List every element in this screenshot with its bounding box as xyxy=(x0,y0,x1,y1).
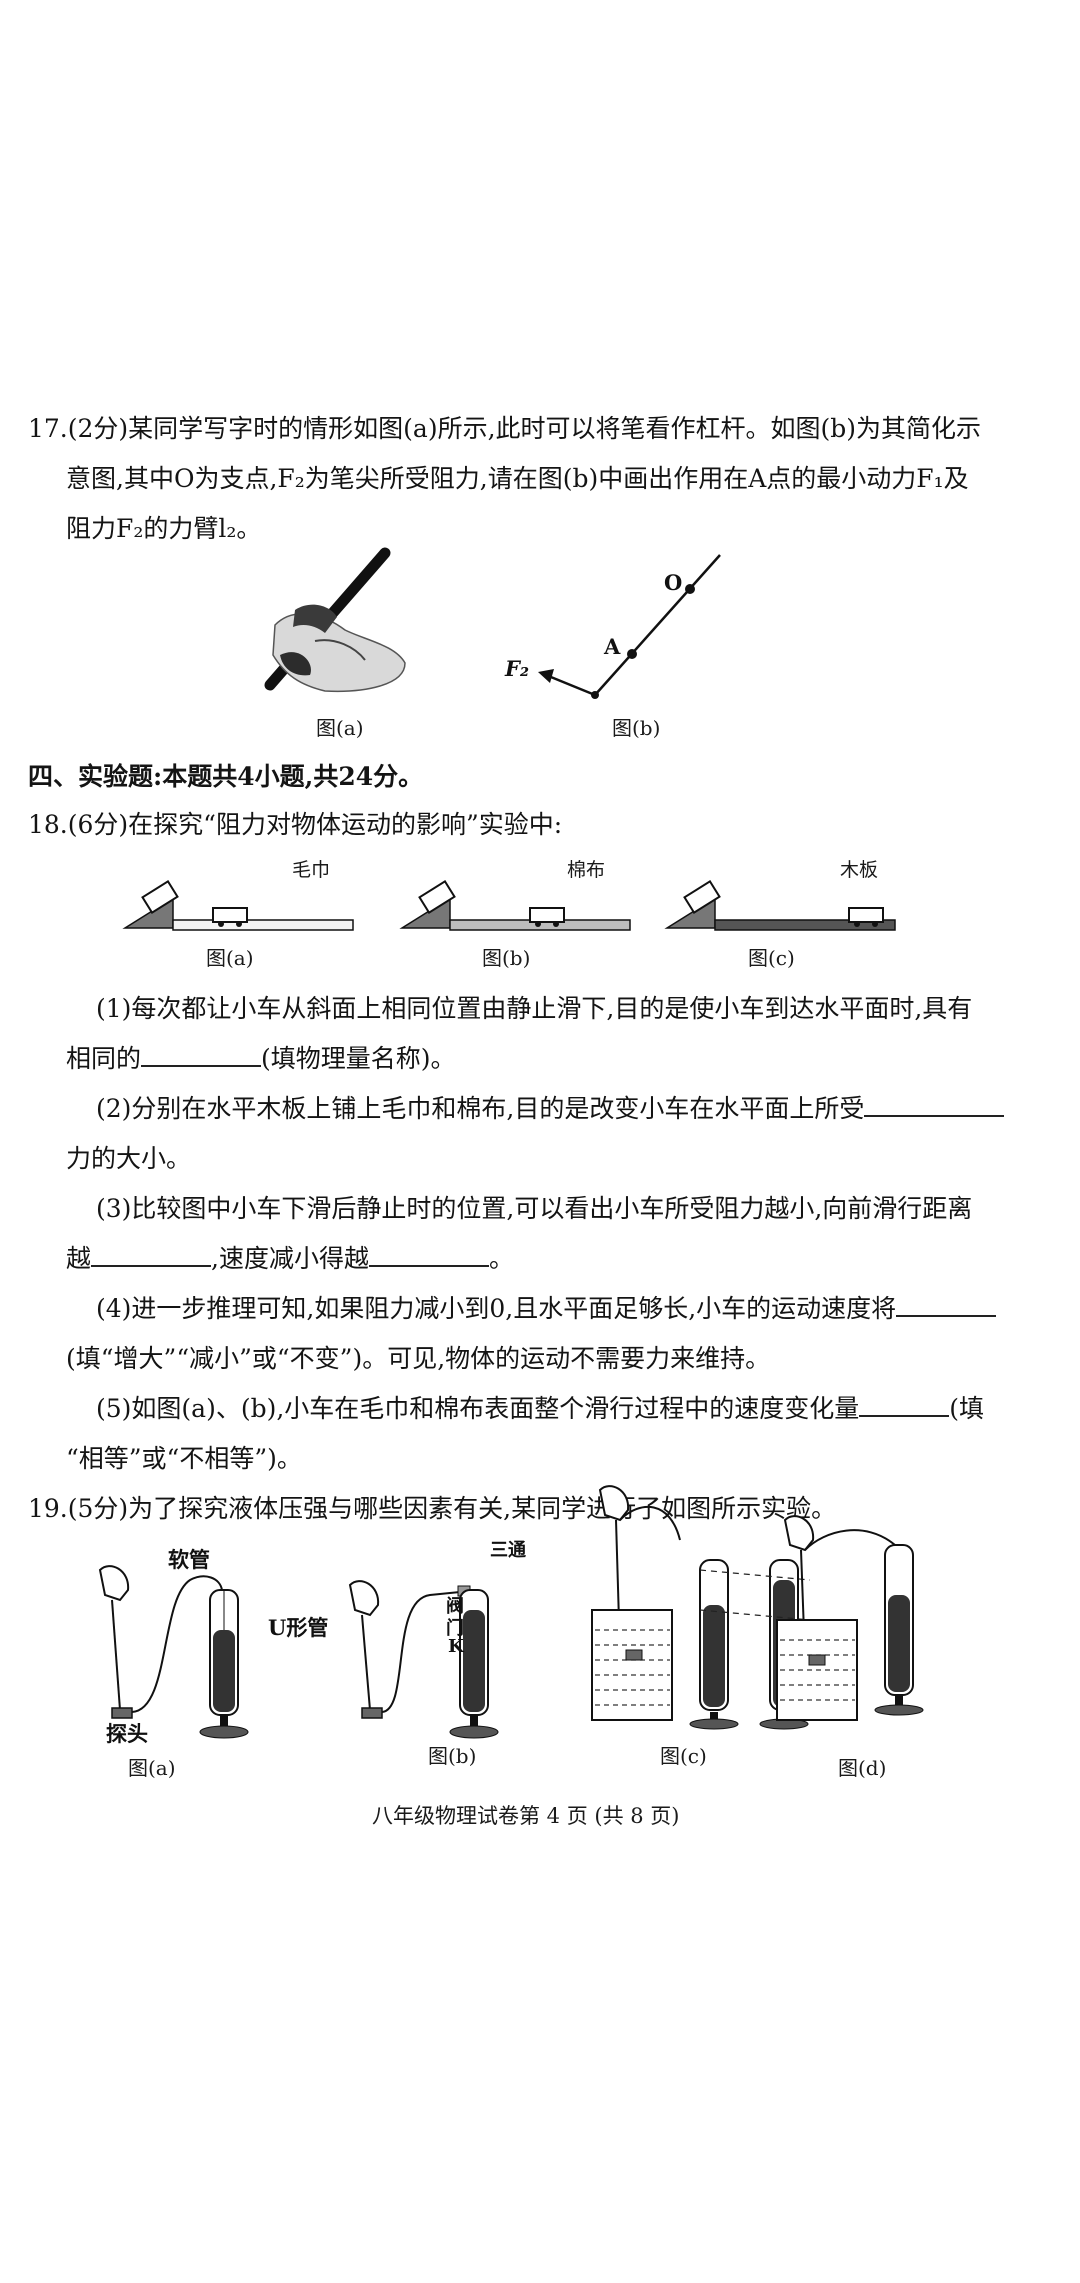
label-cotton: 棉布 xyxy=(567,859,606,881)
q18-p2-text: (2)分别在水平木板上铺上毛巾和棉布,目的是改变小车在水平面上所受 xyxy=(96,1094,865,1123)
q17-line3: 阻力F₂的力臂l₂。 xyxy=(66,514,262,543)
q19-cap-c: 图(c) xyxy=(660,1744,707,1768)
label-a: A xyxy=(604,634,621,659)
label-valve-2: 门 xyxy=(446,1618,464,1639)
q18-p3-line2: 越 ,速度减小得越 。 xyxy=(66,1242,514,1276)
q18-p3-text-b: ,速度减小得越 xyxy=(211,1244,369,1273)
q18-p5-line1: (5)如图(a)、(b),小车在毛巾和棉布表面整个滑行过程中的速度变化量 (填 xyxy=(96,1392,984,1426)
label-tee: 三通 xyxy=(490,1540,526,1561)
q19-cap-d: 图(d) xyxy=(838,1756,887,1780)
figure-19d-beaker-gauge xyxy=(776,1515,924,1721)
q18-p3-text-a: 越 xyxy=(66,1244,92,1273)
figure-19b-valve-gauge xyxy=(348,1580,499,1739)
label-valve-1: 阀 xyxy=(446,1596,464,1617)
answer-blank-2[interactable] xyxy=(864,1093,1005,1117)
force-arrow-head xyxy=(538,669,554,683)
q18-p1-line2: 相同的 (填物理量名称)。 xyxy=(66,1042,456,1076)
q17-fig-a-caption: 图(a) xyxy=(316,716,364,740)
q17-line2: 意图,其中O为支点,F₂为笔尖所受阻力,请在图(b)中画出作用在A点的最小动力F… xyxy=(66,464,969,493)
label-wood: 木板 xyxy=(840,859,879,881)
answer-blank-5[interactable] xyxy=(896,1293,997,1317)
q17-fig-b-caption: 图(b) xyxy=(612,716,661,740)
figure-18b-cotton-track xyxy=(399,880,631,931)
q18-p4-line2: (填“增大”“减小”或“不变”)。可见,物体的运动不需要力来维持。 xyxy=(66,1344,771,1373)
q18-p4-text: (4)进一步推理可知,如果阻力减小到0,且水平面足够长,小车的运动速度将 xyxy=(96,1294,897,1323)
q18-cap-c: 图(c) xyxy=(748,946,795,970)
q18-p5-text-a: (5)如图(a)、(b),小车在毛巾和棉布表面整个滑行过程中的速度变化量 xyxy=(96,1394,860,1423)
q18-p1-line1: (1)每次都让小车从斜面上相同位置由静止滑下,目的是使小车到达水平面时,具有 xyxy=(96,994,973,1023)
q18-cap-a: 图(a) xyxy=(206,946,254,970)
label-probe: 探头 xyxy=(106,1721,148,1746)
q18-p2-line2: 力的大小。 xyxy=(66,1144,192,1173)
answer-blank-3[interactable] xyxy=(91,1243,212,1267)
section4-title: 四、实验题:本题共4小题,共24分。 xyxy=(28,762,424,791)
q19-cap-a: 图(a) xyxy=(128,1756,176,1780)
point-a xyxy=(627,649,637,659)
q18-p3-text-c: 。 xyxy=(488,1244,514,1273)
answer-blank-4[interactable] xyxy=(368,1243,489,1267)
page-footer: 八年级物理试卷第 4 页 (共 8 页) xyxy=(372,1804,680,1828)
label-towel: 毛巾 xyxy=(292,859,331,881)
q18-intro: 18.(6分)在探究“阻力对物体运动的影响”实验中: xyxy=(28,810,563,839)
q18-p5-line2: “相等”或“不相等”)。 xyxy=(66,1444,302,1473)
answer-blank-6[interactable] xyxy=(859,1393,950,1417)
answer-blank-1[interactable] xyxy=(141,1043,262,1067)
q18-cap-b: 图(b) xyxy=(482,946,531,970)
q18-p3-line1: (3)比较图中小车下滑后静止时的位置,可以看出小车所受阻力越小,向前滑行距离 xyxy=(96,1194,973,1223)
pivot-point-o xyxy=(685,584,695,594)
figure-18c-wood-track xyxy=(664,880,896,931)
label-valve-3: K xyxy=(448,1636,464,1657)
q18-p5-text-b: (填 xyxy=(949,1394,985,1423)
q19-intro: 19.(5分)为了探究液体压强与哪些因素有关,某同学进行了如图所示实验。 xyxy=(28,1494,837,1523)
q19-cap-b: 图(b) xyxy=(428,1744,477,1768)
q17-line1: 17.(2分)某同学写字时的情形如图(a)所示,此时可以将笔看作杠杆。如图(b)… xyxy=(28,414,982,443)
label-u-tube: U形管 xyxy=(268,1615,329,1640)
q18-p4-line1: (4)进一步推理可知,如果阻力减小到0,且水平面足够长,小车的运动速度将 xyxy=(96,1292,997,1326)
label-f2: F₂ xyxy=(505,656,530,681)
q18-p1-text-b: (填物理量名称)。 xyxy=(261,1044,456,1073)
figure-18a-towel-track xyxy=(122,880,354,931)
q18-p2-line1: (2)分别在水平木板上铺上毛巾和棉布,目的是改变小车在水平面上所受 xyxy=(96,1092,1005,1126)
label-hose: 软管 xyxy=(168,1547,210,1572)
label-o: O xyxy=(664,570,683,595)
figure-19a-pressure-gauge xyxy=(98,1565,249,1739)
figure-17b-lever-diagram xyxy=(538,554,721,699)
q18-p1-text-a: 相同的 xyxy=(66,1044,142,1073)
figure-17a-hand-writing xyxy=(264,547,406,693)
